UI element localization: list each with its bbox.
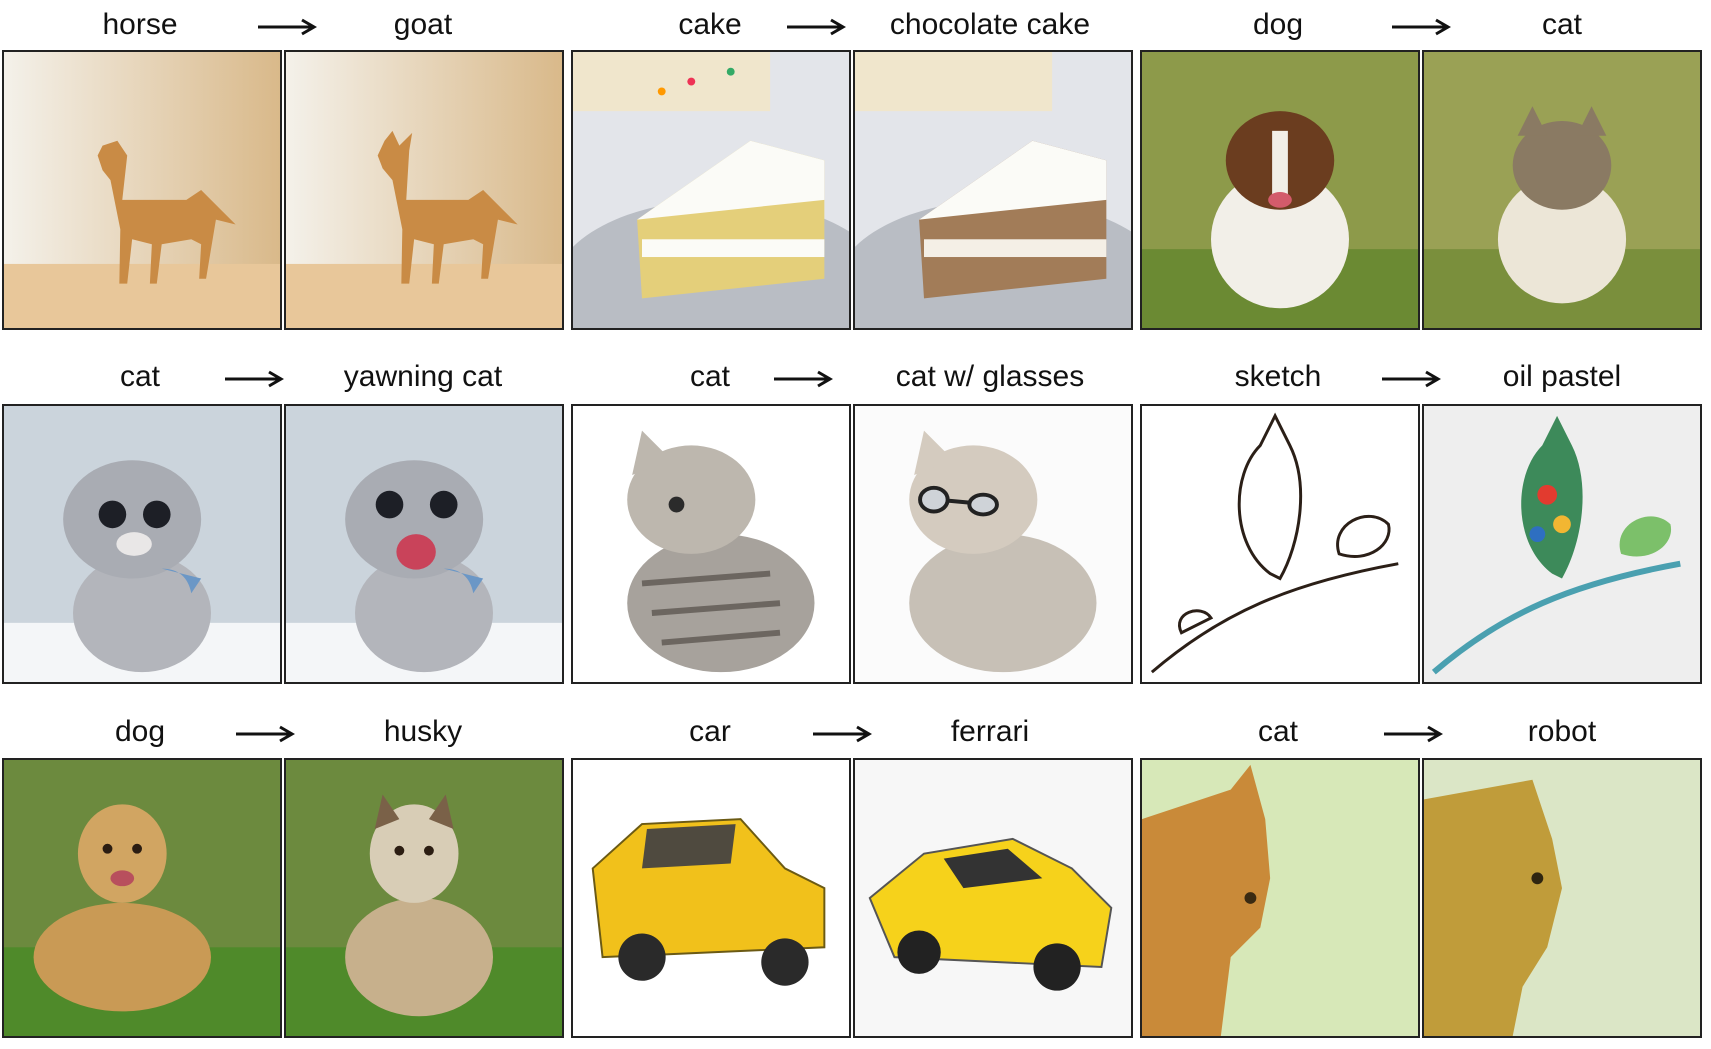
label-target: yawning cat (343, 360, 503, 393)
label-target: cat w/ glasses (895, 360, 1085, 393)
label-source: car (689, 715, 731, 748)
image-horse-source (2, 50, 282, 330)
image-bird-target (1422, 404, 1702, 684)
image-cake-target (853, 50, 1133, 330)
image-dog-source (1140, 50, 1420, 330)
image-car-target (853, 758, 1133, 1038)
label-source: cake (678, 8, 742, 41)
label-target: husky (383, 715, 463, 748)
label-target: ferrari (950, 715, 1030, 748)
image-cat-profile-target (1422, 758, 1702, 1038)
image-bird-source (1140, 404, 1420, 684)
image-kitten-source (571, 404, 851, 684)
label-target: cat (1541, 8, 1583, 41)
image-golden-dog-target (284, 758, 564, 1038)
image-cake-source (571, 50, 851, 330)
label-source: sketch (1234, 360, 1322, 393)
label-source: cat (689, 360, 731, 393)
arrow-icon (774, 370, 833, 388)
arrow-icon (1382, 370, 1441, 388)
image-cat-profile-source (1140, 758, 1420, 1038)
label-source: horse (102, 8, 178, 41)
arrow-icon (225, 370, 284, 388)
arrow-icon (787, 18, 846, 36)
image-dog-target (1422, 50, 1702, 330)
label-target: chocolate cake (889, 8, 1091, 41)
label-source: cat (119, 360, 161, 393)
arrow-icon (813, 725, 872, 743)
image-car-source (571, 758, 851, 1038)
label-target: oil pastel (1502, 360, 1622, 393)
label-source: cat (1257, 715, 1299, 748)
arrow-icon (258, 18, 317, 36)
arrow-icon (236, 725, 295, 743)
label-target: goat (393, 8, 453, 41)
label-target: robot (1527, 715, 1597, 748)
label-source: dog (1252, 8, 1304, 41)
image-kitten-target (853, 404, 1133, 684)
image-plush-cat-source (2, 404, 282, 684)
image-plush-cat-target (284, 404, 564, 684)
image-golden-dog-source (2, 758, 282, 1038)
label-source: dog (114, 715, 166, 748)
arrow-icon (1384, 725, 1443, 743)
image-horse-target (284, 50, 564, 330)
arrow-icon (1392, 18, 1451, 36)
